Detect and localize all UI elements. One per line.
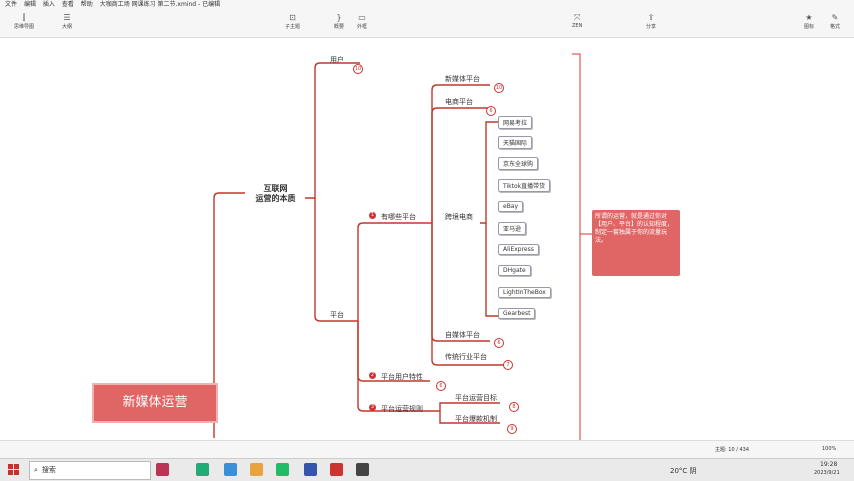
platform-rules-topic[interactable]: 平台运营规则 <box>381 405 423 413</box>
boundary-icon: ▭ <box>358 13 366 22</box>
traditional-badge: 7 <box>503 360 513 370</box>
summary-button[interactable]: }概要 <box>334 13 345 30</box>
self-media-topic[interactable]: 自媒体平台 <box>445 331 480 339</box>
platform-topic[interactable]: 平台 <box>330 311 344 319</box>
number-2-marker: 2 <box>369 372 376 379</box>
boundary-button[interactable]: ▭外框 <box>357 13 368 30</box>
which-platforms-topic[interactable]: 有哪些平台 <box>381 213 416 221</box>
number-1-marker: 1 <box>369 212 376 219</box>
mindmap-canvas[interactable]: 新媒体运营 互联网 运营的本质 用户 10 平台 1 有哪些平台 新媒体平台 1… <box>0 38 854 458</box>
cb-item[interactable]: 京东全球购 <box>498 157 539 170</box>
cb-item[interactable]: 天猫国际 <box>498 136 533 149</box>
outline-icon: ☰ <box>63 13 71 22</box>
root-topic[interactable]: 新媒体运营 <box>92 383 218 423</box>
topic-count: 主题: 10 / 434 <box>715 447 750 453</box>
weather-status[interactable]: 20°C 阴 <box>670 467 697 475</box>
summary-note[interactable]: 所谓的运营，就是通过你对【用户、平台】的认知程度，制定一套独属于你的流量玩法。 <box>592 210 680 276</box>
new-media-topic[interactable]: 新媒体平台 <box>445 75 480 83</box>
cb-item[interactable]: AliExpress <box>498 244 539 255</box>
taskbar-search-box[interactable]: ⌕搜索 <box>29 461 151 480</box>
menu-edit[interactable]: 编辑 <box>23 1 36 8</box>
format-panel-button[interactable]: ✎格式 <box>830 13 841 30</box>
app-icon[interactable] <box>196 463 209 476</box>
subtopic-icon: ⊡ <box>289 13 296 22</box>
mindmap-view-button[interactable]: ⫿思维导图 <box>14 13 35 30</box>
zen-icon: ⤧ <box>573 13 581 22</box>
status-bar: 主题: 10 / 434 100% <box>0 440 854 458</box>
ecommerce-badge: 6 <box>486 106 496 116</box>
user-count-badge: 10 <box>353 64 363 74</box>
share-button[interactable]: ⇪分享 <box>646 13 657 30</box>
menu-file[interactable]: 文件 <box>5 1 18 8</box>
user-topic[interactable]: 用户 <box>330 56 344 64</box>
cb-item[interactable]: eBay <box>498 201 524 212</box>
self-media-badge: 6 <box>494 338 504 348</box>
summary-icon: } <box>336 13 342 22</box>
traditional-topic[interactable]: 传统行业平台 <box>445 353 487 361</box>
icon-panel-button[interactable]: ★图标 <box>804 13 815 30</box>
cb-item[interactable]: DHgate <box>498 265 531 276</box>
toolbar: ⫿思维导图 ☰大纲 ⊡子主题 }概要 ▭外框 ⤧ZEN ⇪分享 ★图标 ✎格式 <box>0 10 854 38</box>
number-3-marker: 3 <box>369 404 376 411</box>
app-icon[interactable] <box>330 463 343 476</box>
layout-icon: ⫿ <box>22 13 26 22</box>
app-icon[interactable] <box>304 463 317 476</box>
clock-date[interactable]: 2023/9/21 <box>814 470 840 476</box>
menu-help[interactable]: 帮助 <box>80 1 93 8</box>
app-icon[interactable] <box>156 463 169 476</box>
search-icon: ⌕ <box>34 466 38 474</box>
windows-start-icon[interactable] <box>8 464 20 476</box>
mechanism-badge: 9 <box>507 424 517 434</box>
zoom-level[interactable]: 100% <box>822 446 837 452</box>
star-icon: ★ <box>805 13 813 22</box>
taskbar: ⌕搜索 20°C 阴 19:28 2023/9/21 <box>0 458 854 481</box>
app-icon[interactable] <box>276 463 289 476</box>
traits-badge: 6 <box>436 381 446 391</box>
clock-time[interactable]: 19:28 <box>820 461 838 468</box>
connector-lines <box>213 53 592 447</box>
zen-button[interactable]: ⤧ZEN <box>572 13 583 29</box>
menu-bar: 文件 编辑 插入 查看 帮助 大咖商工场 网课练习 第二节.xmind - 已编… <box>0 0 854 10</box>
platform-mechanism-topic[interactable]: 平台爆款机制 <box>455 415 497 423</box>
new-media-badge: 10 <box>494 83 504 93</box>
app-icon[interactable] <box>356 463 369 476</box>
cb-item[interactable]: Gearbest <box>498 308 536 319</box>
platform-goal-topic[interactable]: 平台运营目标 <box>455 394 497 402</box>
menu-view[interactable]: 查看 <box>61 1 74 8</box>
share-icon: ⇪ <box>647 13 655 22</box>
folder-icon[interactable] <box>250 463 263 476</box>
outline-view-button[interactable]: ☰大纲 <box>62 13 73 30</box>
menu-insert[interactable]: 插入 <box>42 1 55 8</box>
platform-user-traits-topic[interactable]: 平台用户特性 <box>381 373 423 381</box>
cb-item[interactable]: LightInTheBox <box>498 287 551 298</box>
format-icon: ✎ <box>831 13 839 22</box>
ecommerce-topic[interactable]: 电商平台 <box>445 98 473 106</box>
goal-badge: 8 <box>509 402 519 412</box>
cross-border-topic[interactable]: 跨境电商 <box>445 213 473 221</box>
cb-item[interactable]: 亚马逊 <box>498 222 527 235</box>
subtopic-button[interactable]: ⊡子主题 <box>285 13 301 30</box>
window-title: 大咖商工场 网课练习 第二节.xmind - 已编辑 <box>99 1 221 8</box>
cb-item[interactable]: 网易考拉 <box>498 116 533 129</box>
cb-item[interactable]: Tiktok直播带货 <box>498 179 551 192</box>
essence-topic[interactable]: 互联网 运营的本质 <box>255 184 296 203</box>
app-icon[interactable] <box>224 463 237 476</box>
